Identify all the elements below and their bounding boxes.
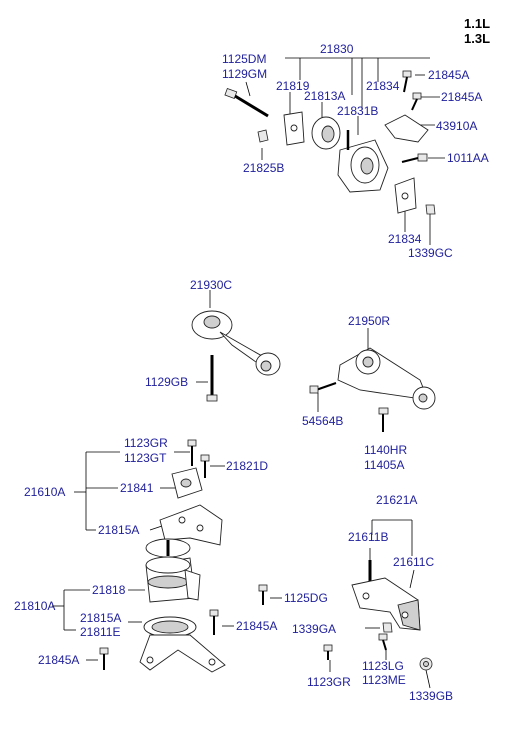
- bracket-43910a-icon: [384, 114, 429, 143]
- part-label-21611c: 21611C: [393, 555, 435, 569]
- part-label-1123gt: 1123GT: [124, 451, 167, 465]
- bolt-1123gr-lower-icon: [323, 644, 333, 660]
- part-label-21834-top: 21834: [366, 79, 400, 93]
- bracket-21611c-icon: [351, 577, 421, 631]
- bolt-1125dm-icon: [224, 87, 269, 118]
- part-label-11405a: 11405A: [364, 458, 405, 472]
- bolt-1123gr-icon: [187, 439, 197, 466]
- part-label-21830: 21830: [320, 42, 354, 56]
- bolt-1011aa-icon: [401, 153, 428, 163]
- nut-1339gc-icon: [425, 204, 436, 215]
- part-label-21845a-4: 21845A: [38, 653, 80, 667]
- part-label-21845a-3: 21845A: [236, 619, 278, 633]
- insulator-21813a-icon: [311, 116, 341, 150]
- part-label-21950r: 21950R: [348, 314, 391, 328]
- part-label-21819: 21819: [276, 79, 310, 93]
- part-label-21845a-1: 21845A: [428, 68, 470, 82]
- part-label-1123me: 1123ME: [362, 673, 406, 687]
- part-label-1129gb: 1129GB: [145, 375, 189, 389]
- part-label-21815a-a: 21815A: [98, 523, 140, 537]
- bolt-21845a-icon: [402, 70, 422, 111]
- engine-spec-line2: 1.3L: [464, 31, 491, 46]
- part-label-1339gb: 1339GB: [409, 689, 454, 703]
- part-label-21834-bottom: 21834: [388, 232, 422, 246]
- bolt-21821d-icon: [200, 454, 210, 478]
- part-label-1125dm: 1125DM: [222, 52, 267, 66]
- mount-21818-icon: [145, 538, 201, 603]
- bolt-21845a-lower-icon: [99, 609, 219, 670]
- part-label-43910a: 43910A: [436, 119, 478, 133]
- part-label-21825b: 21825B: [243, 161, 285, 175]
- part-label-21841: 21841: [120, 481, 154, 495]
- part-label-1123lg: 1123LG: [362, 659, 404, 673]
- nut-21825b-icon: [257, 129, 269, 143]
- part-label-21815a-b: 21815A: [80, 611, 122, 625]
- part-label-21810a: 21810A: [14, 599, 56, 613]
- part-label-21845a-2: 21845A: [441, 90, 483, 104]
- part-label-1011aa: 1011AA: [447, 151, 489, 165]
- bolt-1123lg-icon: [378, 633, 388, 651]
- part-label-54564b: 54564B: [302, 414, 344, 428]
- mount-body-21831b-icon: [337, 130, 389, 193]
- insulator-21841-icon: [171, 467, 203, 499]
- pad-21834-icon: [394, 177, 417, 214]
- bracket-21819-icon: [283, 111, 305, 146]
- nut-1339gb-icon: [419, 657, 433, 671]
- part-label-21818: 21818: [92, 583, 126, 597]
- part-label-1123gr-b: 1123GR: [307, 675, 351, 689]
- part-label-21621a: 21621A: [376, 493, 418, 507]
- part-label-1125dg: 1125DG: [284, 591, 328, 605]
- leader-lines-21610a: [74, 451, 225, 531]
- bolt-1125dg-icon: [258, 584, 268, 605]
- leader-lines-21621a: [329, 519, 431, 689]
- part-label-21821d: 21821D: [226, 459, 269, 473]
- part-label-1339ga: 1339GA: [292, 622, 337, 636]
- part-label-1123gr-a: 1123GR: [124, 436, 168, 450]
- torque-rod-21930c-icon: [191, 290, 281, 402]
- part-label-21611b: 21611B: [348, 530, 389, 544]
- part-label-1339gc: 1339GC: [408, 246, 453, 260]
- part-label-1129gm: 1129GM: [222, 67, 268, 81]
- engine-spec-line1: 1.1L: [464, 16, 491, 31]
- part-label-21930c: 21930C: [190, 278, 233, 292]
- rear-mount-21950r-icon: [309, 328, 436, 432]
- nut-1339ga-icon: [382, 622, 393, 633]
- part-label-21813a: 21813A: [304, 89, 346, 103]
- part-label-21610a: 21610A: [24, 485, 66, 499]
- bracket-21811e-icon: [139, 616, 226, 673]
- part-label-21831b: 21831B: [337, 104, 379, 118]
- part-label-1140hr: 1140HR: [364, 443, 408, 457]
- part-label-21811e: 21811E: [80, 625, 121, 639]
- leader-lines-21810a: [52, 589, 282, 661]
